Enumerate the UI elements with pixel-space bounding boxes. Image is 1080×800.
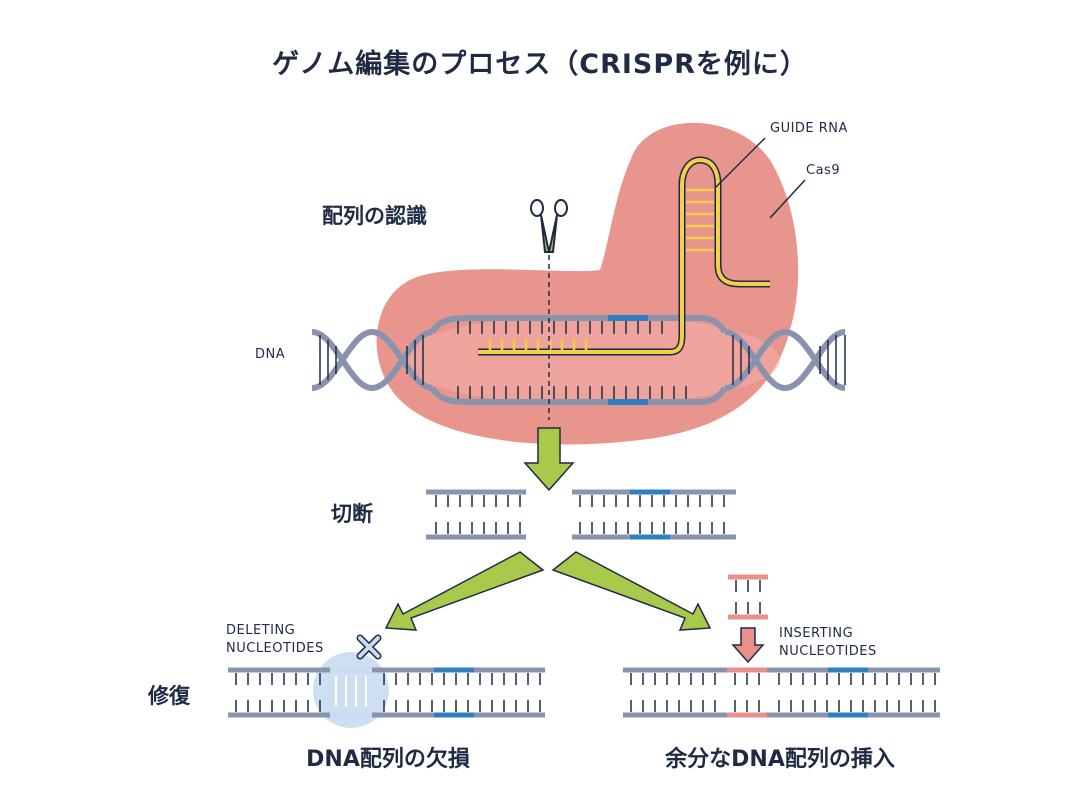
top-strand-bases xyxy=(457,321,663,334)
insertion-strand xyxy=(623,667,940,718)
cut-fragment-left xyxy=(426,489,526,540)
guide-rna-label: GUIDE RNA xyxy=(770,121,848,136)
removed-bases xyxy=(335,676,367,706)
deleting-nucleotides-label: DELETING NUCLEOTIDES xyxy=(226,623,324,656)
inserting-nucleotides-label: INSERTING NUCLEOTIDES xyxy=(779,626,877,659)
guide-rna-leader xyxy=(714,137,766,189)
insertion-strand-bases xyxy=(630,673,936,712)
deletion-strand xyxy=(228,667,545,718)
caption-deletion: DNA配列の欠損 xyxy=(306,747,470,772)
cross-icon-fill xyxy=(358,636,380,658)
insert-arrow xyxy=(731,627,765,664)
dna-helix-left xyxy=(311,328,433,392)
dna-top-strand xyxy=(429,315,728,334)
arrow-right-down xyxy=(551,551,712,631)
dna-helix-left-rungs xyxy=(319,335,424,385)
caption-insertion: 余分なDNA配列の挿入 xyxy=(665,747,895,772)
inserted-fragment xyxy=(728,574,768,620)
cut-fragment-left-bases xyxy=(435,495,521,534)
scissors-icon xyxy=(530,199,568,253)
step-label-recognition: 配列の認識 xyxy=(322,204,427,228)
dna-label: DNA xyxy=(255,347,286,362)
inserted-fragment-bases xyxy=(735,580,761,614)
step-label-cutting: 切断 xyxy=(331,502,373,526)
dna-helix-right-rungs xyxy=(732,335,846,385)
cas9-leader xyxy=(769,179,806,219)
cut-fragment-right-bases xyxy=(579,495,725,534)
cas9-label: Cas9 xyxy=(806,163,841,178)
page-title: ゲノム編集のプロセス（CRISPRを例に） xyxy=(272,49,808,80)
guide-rna-bases xyxy=(488,188,714,352)
step-label-repair: 修復 xyxy=(148,684,190,708)
deletion-strand-bases xyxy=(235,673,541,712)
dna-bottom-strand xyxy=(429,386,728,405)
bottom-strand-bases xyxy=(457,386,687,399)
arrow-left-down xyxy=(384,551,545,631)
dna-helix-right xyxy=(724,328,846,392)
arrow-down xyxy=(523,427,575,492)
